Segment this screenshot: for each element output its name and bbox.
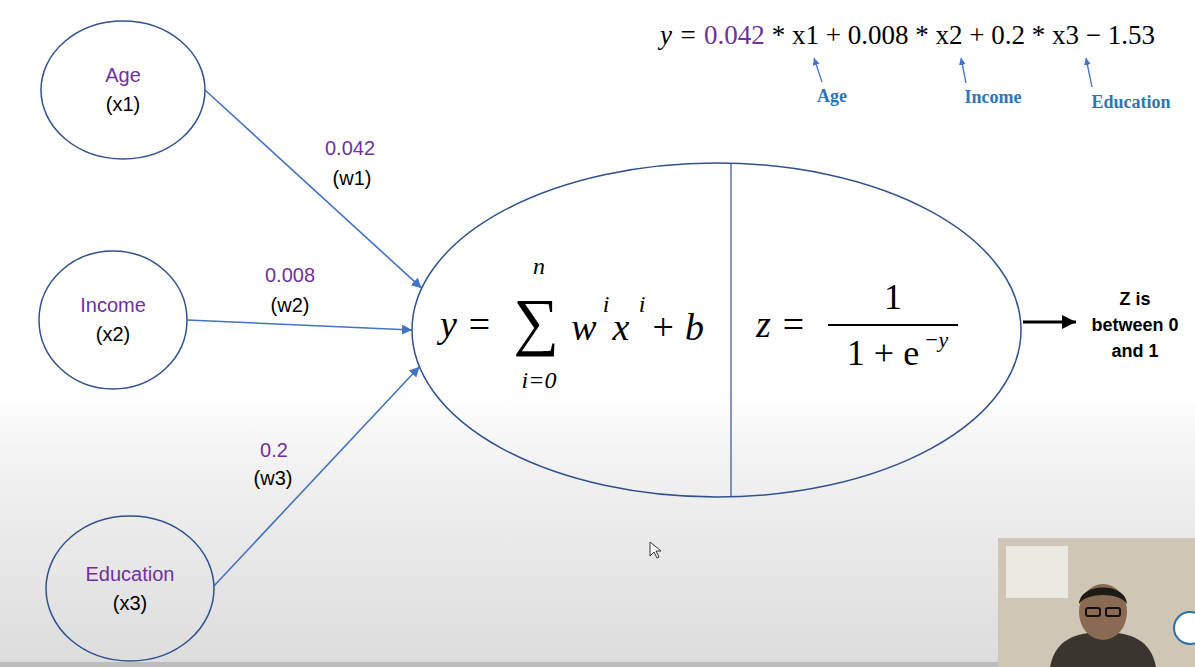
input-ellipse: Income(x2) bbox=[38, 250, 188, 390]
node-title: Education bbox=[86, 560, 175, 589]
weight-value: 0.008 bbox=[265, 264, 315, 286]
leader-arrow bbox=[961, 58, 966, 83]
formula-text: + b bbox=[650, 307, 704, 349]
formula-text: y = bbox=[440, 304, 492, 346]
ellipse-outline bbox=[45, 515, 215, 662]
weight-name: (w3) bbox=[254, 467, 293, 489]
weight-connector bbox=[187, 320, 412, 330]
formula-text: z = bbox=[756, 304, 806, 346]
progress-bar bbox=[0, 662, 998, 667]
equation-row: y =0.042* x1 + 0.008 * x2 + 0.2 * x3 − 1… bbox=[660, 20, 1162, 51]
sum-lower-limit: i=0 bbox=[522, 367, 557, 393]
node-text-group: Education(x3) bbox=[45, 515, 215, 662]
ellipse-border bbox=[39, 251, 187, 389]
annotation-label: Age bbox=[817, 87, 847, 107]
webcam-background bbox=[998, 538, 1195, 667]
equation-part: y = bbox=[660, 20, 697, 51]
annotation-label: Education bbox=[1091, 93, 1170, 113]
fraction-bar bbox=[828, 324, 958, 326]
ellipse-border bbox=[46, 516, 214, 661]
weight-name: (w2) bbox=[271, 294, 310, 316]
node-title: Income bbox=[80, 291, 146, 320]
superscript: i bbox=[603, 291, 610, 317]
weight-connector bbox=[205, 90, 422, 288]
equation-part: * x1 + 0.008 * x2 + 0.2 * x3 − 1.53 bbox=[772, 20, 1155, 51]
sum-upper-limit: n bbox=[533, 253, 545, 279]
annotation-label: Income bbox=[965, 88, 1022, 108]
node-text-group: Age(x1) bbox=[40, 20, 206, 160]
ellipse-outline bbox=[38, 250, 188, 390]
sum-symbol: ∑ bbox=[513, 287, 559, 357]
node-variable: (x2) bbox=[96, 320, 130, 349]
node-variable: (x1) bbox=[106, 90, 140, 119]
superscript: −y bbox=[924, 328, 949, 352]
neuron-ellipse: y =∑ni=0wixi+ bz =11 + e−y bbox=[411, 162, 1022, 498]
leader-arrow bbox=[814, 58, 822, 82]
node-text-group: Income(x2) bbox=[38, 250, 188, 390]
output-note: Z is between 0 and 1 bbox=[1081, 286, 1189, 364]
input-ellipse: Age(x1) bbox=[40, 20, 206, 160]
ellipse-border bbox=[412, 163, 1021, 497]
formula-text: x bbox=[613, 307, 630, 349]
webcam-glasses bbox=[1086, 608, 1100, 616]
ellipse-border bbox=[41, 21, 205, 159]
weight-value: 0.042 bbox=[325, 137, 375, 159]
mouse-cursor bbox=[650, 542, 661, 558]
leader-arrow bbox=[1086, 58, 1092, 87]
equation-coefficient: 0.042 bbox=[704, 20, 765, 51]
input-ellipse: Education(x3) bbox=[45, 515, 215, 662]
superscript: i bbox=[639, 291, 646, 317]
node-title: Age bbox=[105, 61, 141, 90]
weight-name: (w1) bbox=[333, 167, 372, 189]
formula-text: w bbox=[571, 307, 596, 349]
webcam-view bbox=[998, 538, 1195, 667]
webcam-glasses bbox=[1106, 608, 1120, 616]
fraction-denominator: 1 + e bbox=[847, 334, 919, 374]
webcam-person-hair bbox=[1079, 588, 1127, 605]
webcam-window bbox=[1006, 546, 1068, 598]
channel-logo bbox=[1174, 612, 1195, 644]
webcam-person-head bbox=[1079, 584, 1127, 640]
weight-value: 0.2 bbox=[260, 439, 288, 461]
divider-line bbox=[730, 163, 731, 497]
weight-connector bbox=[214, 367, 420, 586]
output-arrow bbox=[1023, 321, 1076, 324]
ellipse-outline bbox=[40, 20, 206, 160]
fraction-numerator: 1 bbox=[884, 278, 902, 318]
node-variable: (x3) bbox=[113, 589, 147, 618]
